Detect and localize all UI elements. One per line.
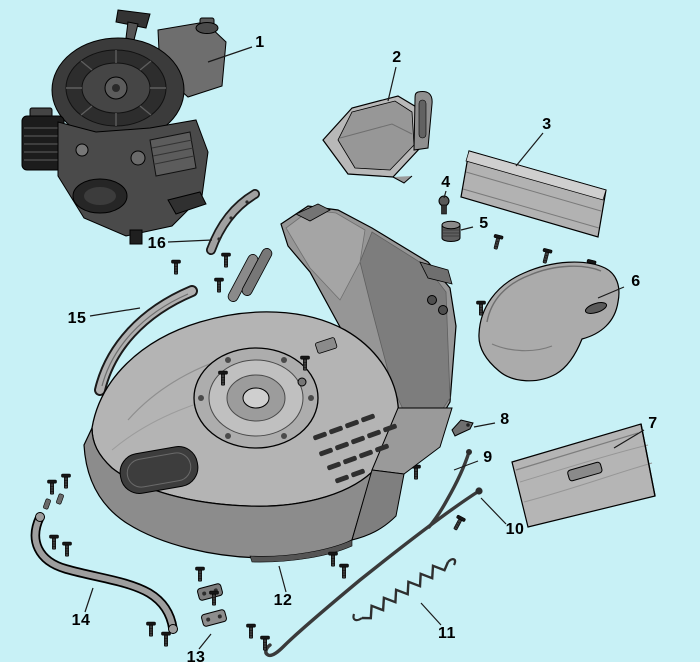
leader-line	[480, 497, 507, 525]
leader-line	[387, 66, 397, 102]
small-lever-illustration	[451, 419, 474, 437]
callout-14: 14	[71, 612, 91, 629]
side-cover-illustration	[476, 261, 620, 382]
callout-13: 13	[186, 649, 206, 662]
callout-16: 16	[147, 235, 167, 252]
bracket-hardware-illustration	[195, 566, 270, 651]
extension-spring-illustration	[352, 558, 457, 622]
vent-slots	[313, 413, 397, 484]
leader-line	[453, 460, 479, 471]
callout-9: 9	[483, 449, 493, 466]
rear-baffle-panel-illustration	[460, 150, 607, 276]
leader-line	[167, 239, 213, 243]
callout-2: 2	[392, 49, 402, 66]
curved-mount-bracket-illustration	[206, 189, 260, 255]
leader-line	[89, 307, 141, 317]
callout-10: 10	[505, 521, 525, 538]
leader-line	[613, 429, 645, 449]
fastener-bolts	[171, 252, 231, 293]
leader-line	[84, 587, 94, 613]
callout-1: 1	[255, 34, 265, 51]
curved-trim-strip-illustration	[94, 285, 198, 396]
callout-12: 12	[273, 592, 293, 609]
blade-boss	[193, 347, 319, 449]
leader-line	[473, 422, 496, 428]
threaded-plug-illustration	[441, 220, 461, 242]
long-control-rod-illustration	[264, 487, 483, 658]
callout-11: 11	[438, 625, 456, 642]
curved-support-bracket-illustration	[30, 473, 178, 647]
callout-7: 7	[648, 415, 658, 432]
bolt-illustration	[438, 195, 450, 215]
leader-line	[460, 226, 474, 231]
callout-3: 3	[542, 116, 552, 133]
leader-line	[597, 286, 625, 299]
leader-line	[207, 46, 253, 63]
leader-lines	[84, 46, 645, 650]
leader-line	[278, 565, 287, 593]
leader-line	[198, 633, 212, 650]
leader-line	[515, 132, 544, 167]
leader-line	[443, 190, 447, 199]
callout-4: 4	[441, 174, 451, 191]
callout-8: 8	[500, 411, 510, 428]
leader-line	[420, 602, 442, 626]
discharge-chute-illustration	[322, 91, 433, 184]
callout-6: 6	[631, 273, 641, 290]
mower-deck-illustration	[83, 203, 457, 579]
callout-15: 15	[67, 310, 87, 327]
callout-5: 5	[479, 215, 489, 232]
engine-illustration	[21, 9, 227, 245]
rear-door-flap-illustration	[511, 423, 656, 528]
